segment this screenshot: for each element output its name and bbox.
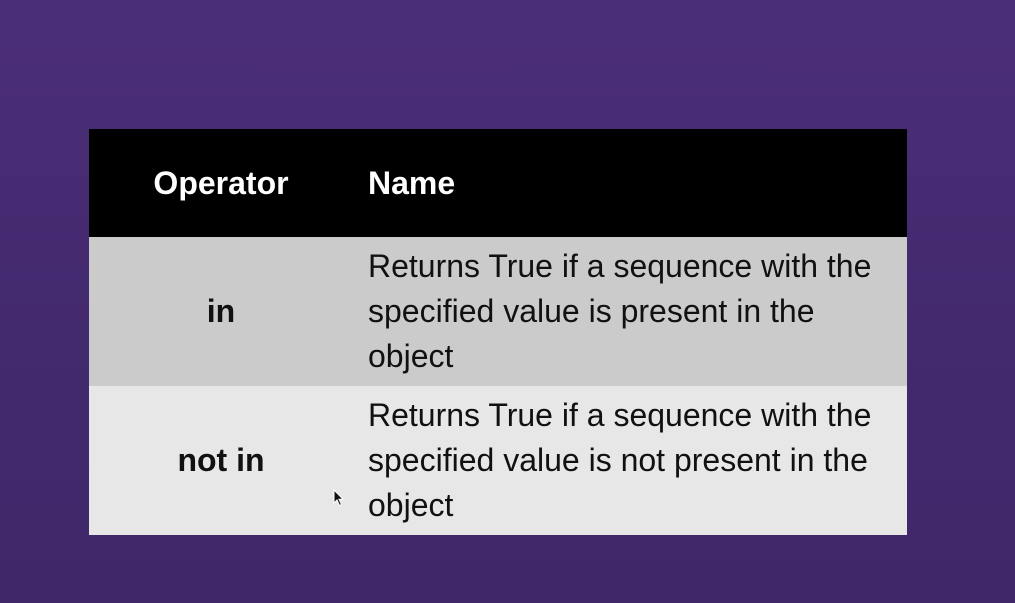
table-body: in Returns True if a sequence with the s… [89, 237, 907, 535]
description-cell: Returns True if a sequence with the spec… [352, 386, 907, 535]
mouse-pointer-icon [333, 489, 345, 507]
header-row: Operator Name [89, 129, 907, 237]
operator-cell: not in [89, 386, 352, 535]
operator-cell: in [89, 237, 352, 386]
header-name: Name [352, 129, 907, 237]
table-header: Operator Name [89, 129, 907, 237]
header-operator: Operator [89, 129, 352, 237]
description-cell: Returns True if a sequence with the spec… [352, 237, 907, 386]
membership-operators-table: Operator Name in Returns True if a seque… [89, 129, 907, 535]
table-row: not in Returns True if a sequence with t… [89, 386, 907, 535]
table-row: in Returns True if a sequence with the s… [89, 237, 907, 386]
